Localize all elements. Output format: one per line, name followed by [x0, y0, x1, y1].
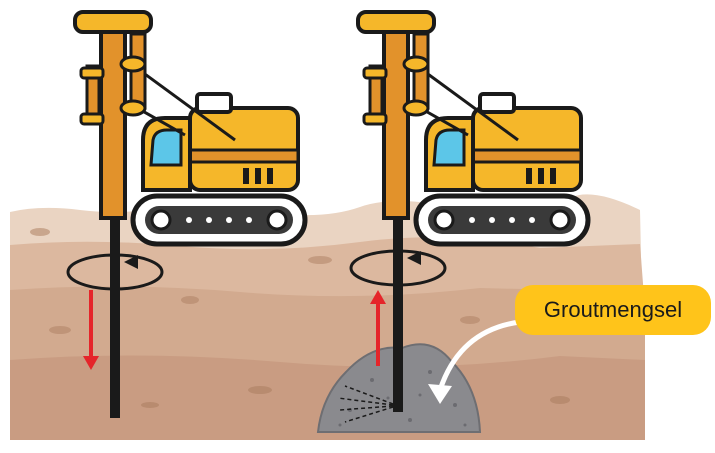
drill-rod [393, 218, 403, 412]
drill-rod [110, 218, 120, 418]
drilling-rig-icon [75, 12, 305, 244]
drilling-rig-icon [358, 12, 588, 244]
callout-label: Groutmengsel [515, 285, 711, 335]
callout-text: Groutmengsel [544, 297, 682, 323]
